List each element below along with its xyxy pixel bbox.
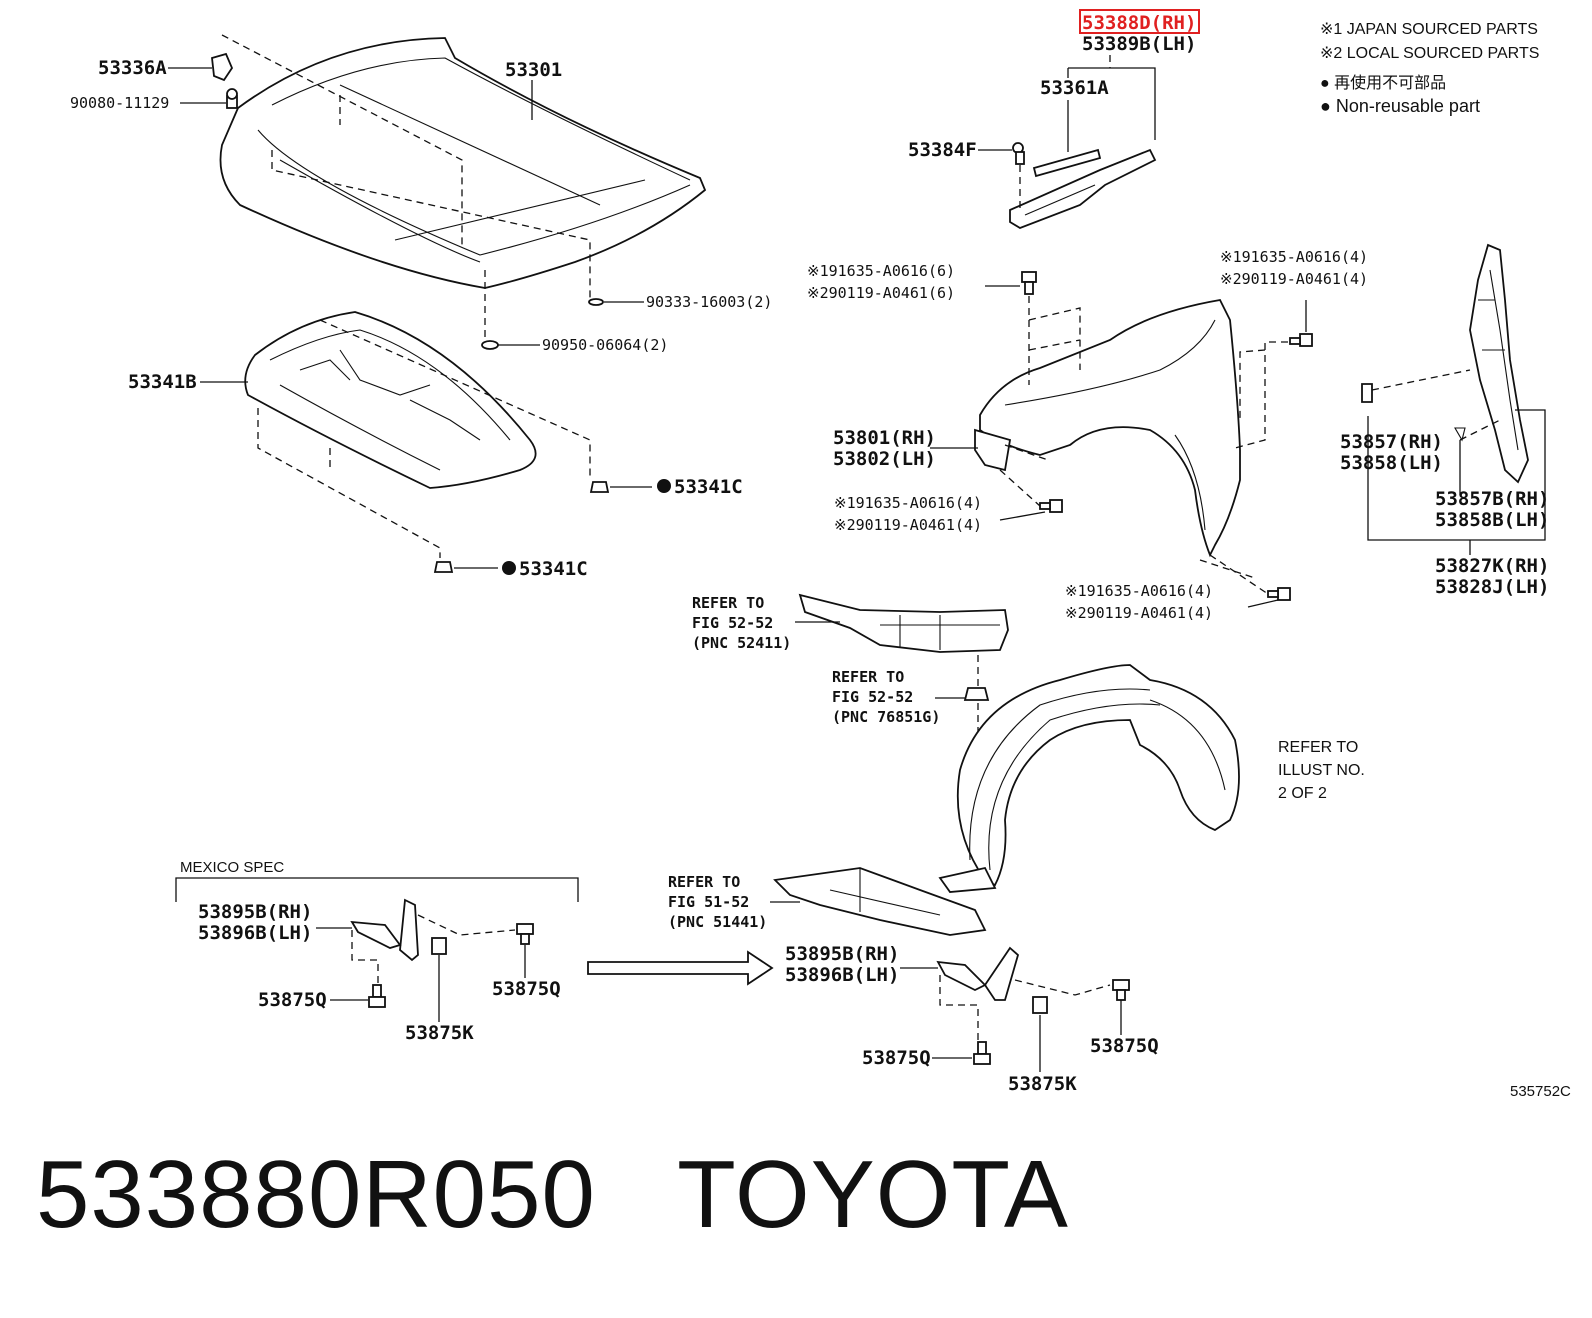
clip-53341C-lower [433, 561, 454, 573]
label-53896B-right: 53896B(LH) [785, 964, 899, 986]
nut-53875K-left [431, 937, 447, 955]
label-53341C-upper: 53341C [674, 476, 743, 498]
bumper-side-bracket-ref [798, 593, 1009, 653]
fender-bolt-right [1289, 333, 1313, 347]
label-191635-A0616-4-bottom: ※191635-A0616(4) [1065, 582, 1213, 600]
label-53858: 53858(LH) [1340, 452, 1443, 474]
plug-90950 [481, 340, 499, 350]
label-refer-to-4: REFER TO [668, 873, 740, 891]
label-191635-A0616-4-right: ※191635-A0616(4) [1220, 248, 1368, 266]
label-refer-to-2: REFER TO [832, 668, 904, 686]
screw-53875Q-left-upper [516, 923, 534, 945]
label-illust-no: ILLUST NO. [1278, 762, 1365, 779]
fender-bolt-bottom [1267, 587, 1291, 601]
part-number: 533880R050 [36, 1141, 596, 1248]
engine-undercover-ref [773, 867, 987, 936]
label-fig-52-52-2: FIG 52-52 [832, 688, 913, 706]
hood-hinge-bracket [211, 52, 234, 82]
arrow-to-right [587, 950, 774, 986]
mudguard-right [936, 946, 1020, 1001]
figure-code: 535752C [1510, 1083, 1571, 1100]
label-53341C-lower: 53341C [519, 558, 588, 580]
cushion-90333 [588, 298, 604, 306]
label-53875Q-right-lower: 53875Q [862, 1047, 931, 1069]
front-fender [974, 298, 1241, 558]
label-fig-51-52: FIG 51-52 [668, 893, 749, 911]
label-53384F: 53384F [908, 139, 977, 161]
legend: ※1 JAPAN SOURCED PARTS ※2 LOCAL SOURCED … [1320, 21, 1539, 116]
label-53361A: 53361A [1040, 77, 1109, 99]
screw-53875Q-left-lower [368, 984, 386, 1008]
label-53827K: 53827K(RH) [1435, 555, 1549, 577]
label-53858B: 53858B(LH) [1435, 509, 1549, 531]
brand-name: TOYOTA [677, 1141, 1069, 1248]
label-290119-A0461-4-right: ※290119-A0461(4) [1220, 270, 1368, 288]
label-90080: 90080-11129 [70, 94, 169, 112]
hood-panel [219, 37, 707, 289]
hood-to-fender-seal [1009, 148, 1157, 229]
label-53895B-right: 53895B(RH) [785, 943, 899, 965]
hood-insulator [244, 311, 537, 489]
label-mexico-spec: MEXICO SPEC [180, 859, 284, 876]
legend-japan-sourced: ※1 JAPAN SOURCED PARTS [1320, 21, 1538, 38]
label-53896B-left: 53896B(LH) [198, 922, 312, 944]
fender-bolt-middle [1039, 499, 1063, 513]
label-pnc-52411: (PNC 52411) [692, 634, 791, 652]
label-53895B-left: 53895B(RH) [198, 901, 312, 923]
label-53336A: 53336A [98, 57, 167, 79]
bolt-90080 [226, 88, 238, 109]
clip-53384F [1012, 142, 1025, 165]
label-53875Q-left-upper: 53875Q [492, 978, 561, 1000]
label-53857B: 53857B(RH) [1435, 488, 1549, 510]
label-53802: 53802(LH) [833, 448, 936, 470]
screw-53875Q-right-lower [973, 1041, 991, 1065]
mudguard-left [350, 898, 419, 962]
label-53875K-right: 53875K [1008, 1073, 1077, 1095]
legend-non-reusable-en: ● Non-reusable part [1320, 96, 1480, 116]
label-290119-A0461-4-bottom: ※290119-A0461(4) [1065, 604, 1213, 622]
label-53828J: 53828J(LH) [1435, 576, 1549, 598]
label-53389B: 53389B(LH) [1082, 33, 1196, 55]
legend-non-reusable-jp: ● 再使用不可部品 [1320, 74, 1446, 92]
label-90333: 90333-16003(2) [646, 293, 772, 311]
label-pnc-51441: (PNC 51441) [668, 913, 767, 931]
screw-53875Q-right-upper [1112, 979, 1130, 1001]
nut-53875K-right [1032, 996, 1048, 1014]
fender-liner [938, 664, 1240, 893]
label-53388D-highlighted: 53388D(RH) [1082, 12, 1196, 34]
legend-local-sourced: ※2 LOCAL SOURCED PARTS [1320, 45, 1539, 62]
label-pnc-76851G: (PNC 76851G) [832, 708, 940, 726]
label-290119-A0461-4-middle: ※290119-A0461(4) [834, 516, 982, 534]
label-refer-to-1: REFER TO [692, 594, 764, 612]
label-53857: 53857(RH) [1340, 431, 1443, 453]
clip-76851G-ref [963, 687, 990, 701]
label-53801: 53801(RH) [833, 427, 936, 449]
clip-53341C-upper [589, 481, 610, 493]
label-fig-52-52-1: FIG 52-52 [692, 614, 773, 632]
label-53875Q-left-lower: 53875Q [258, 989, 327, 1011]
label-53875K-left: 53875K [405, 1022, 474, 1044]
part-caption: 533880R050 TOYOTA [36, 1140, 1069, 1250]
label-2-of-2: 2 OF 2 [1278, 785, 1327, 802]
clip-53857 [1361, 383, 1373, 403]
label-53341B: 53341B [128, 371, 197, 393]
fender-side-bracket [1469, 243, 1529, 484]
label-191635-A0616-6: ※191635-A0616(6) [807, 262, 955, 280]
label-191635-A0616-4-middle: ※191635-A0616(4) [834, 494, 982, 512]
label-53301: 53301 [505, 59, 562, 81]
label-refer-to-3: REFER TO [1278, 739, 1358, 756]
label-53875Q-right-upper: 53875Q [1090, 1035, 1159, 1057]
label-290119-A0461-6: ※290119-A0461(6) [807, 284, 955, 302]
fender-bolt-top [1021, 271, 1037, 295]
highlight-box [1079, 9, 1200, 34]
label-90950: 90950-06064(2) [542, 336, 668, 354]
